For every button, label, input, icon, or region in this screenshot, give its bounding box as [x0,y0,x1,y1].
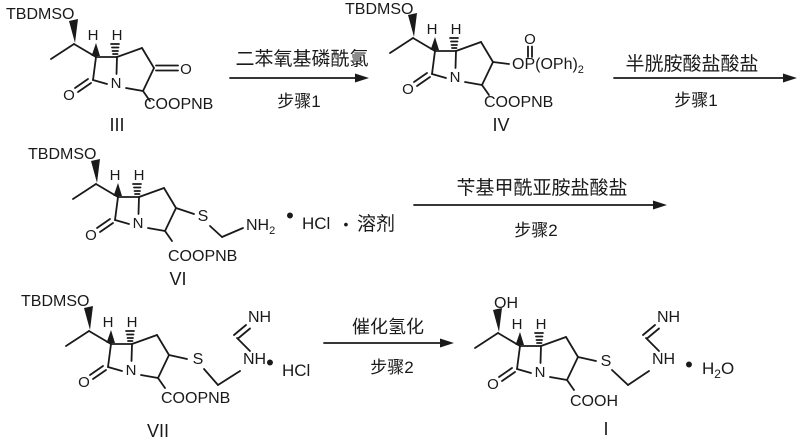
tbdmso-label: TBDMSO [6,6,74,23]
compound-id-IV: IV [492,115,509,135]
double-bond [642,324,656,336]
arrow-head [440,338,454,348]
compound-IV: TBDMSO O OP(OPh)2 COOPNB IV [345,1,584,135]
reagent-text: 催化氢化 [352,317,424,337]
step-text: 步骤1 [674,91,717,110]
hydroxyl-label: OH [494,295,518,312]
bond [492,61,510,65]
ester-label: COOPNB [168,248,237,265]
arrow-head [355,73,369,83]
tbdmso-label: TBDMSO [28,146,96,163]
atom-S: S [193,351,204,368]
atom-O: O [524,31,536,48]
amidine-NH-label: NH [243,351,266,368]
imine-NH-label: NH [657,309,680,326]
compound-id-VII: VII [147,421,169,441]
bond [203,368,219,386]
reaction-arrow-2: 半胱胺酸盐酸盐 步骤1 [613,53,797,110]
bond [217,370,241,386]
atom-O: O [180,61,192,78]
salt-dot: • [344,216,349,232]
carbapenam-core [65,305,170,392]
compound-VII: TBDMSO S NH NH • HCl COOPNB VII [21,293,310,441]
atom-S: S [198,208,209,225]
hcl-label: HCl [302,214,330,233]
hcl-label: HCl [282,361,310,380]
reaction-arrow-1: 二苯氧基磷酰氯 步骤1 [229,48,369,111]
water-H: H [702,359,714,378]
bond [577,356,597,362]
phosphate-label: OP(OPh)2 [512,56,584,76]
carbapenam-core [72,158,177,245]
double-bond [237,327,251,340]
solvent-label: 溶剂 [357,213,395,235]
phosphate-main: OP(OPh) [512,56,578,73]
salt-dot: • [286,203,294,228]
water-O: O [721,359,734,378]
reaction-arrow-3: 苄基甲酰亚胺盐酸盐 步骤2 [413,177,667,240]
bond [175,207,195,215]
imine-NH-label: NH [248,309,271,326]
step-text: 步骤2 [514,221,557,240]
water-sub: 2 [714,367,721,381]
salt-dot: • [266,350,274,375]
reagent-text: 二苯氧基磷酰氯 [235,48,368,70]
amine-label: NH2 [246,217,275,237]
tbdmso-label: TBDMSO [21,293,89,310]
bond [168,354,188,360]
carbapenam-core [50,18,155,105]
reagent-text: 苄基甲酰亚胺盐酸盐 [456,177,627,199]
atom-S: S [601,353,612,370]
step-text: 步骤1 [277,92,320,111]
ester-label: COOPNB [161,390,230,407]
ester-label: COOPNB [144,96,213,113]
water-label: H2O [702,359,734,381]
reagent-text: 半胱胺酸盐酸盐 [625,53,758,75]
amine-sub: 2 [269,225,275,237]
bond [627,370,650,386]
tbdmso-label: TBDMSO [345,1,413,18]
hydrate-dot: • [685,352,693,377]
compound-III: TBDMSO O COOPNB III [6,6,213,135]
arrow-head [653,200,667,210]
double-bond [233,324,247,336]
compound-id-III: III [109,115,124,135]
compound-id-I: I [603,419,608,439]
carbapenam-core [474,307,579,394]
carbapenam-core [389,12,494,99]
compound-I: OH S NH NH • H2O COOH I [474,295,734,439]
double-bond [646,327,660,340]
ester-label: COOPNB [484,94,553,111]
phosphate-sub: 2 [578,64,584,76]
bond [611,369,629,386]
step-text: 步骤2 [370,358,413,377]
bond [236,337,251,352]
bond [221,227,244,238]
bond [645,337,660,352]
acid-label: COOH [570,393,618,410]
arrow-head [783,73,797,83]
amine-main: NH [246,217,269,234]
bond [209,225,223,238]
compound-id-VI: VI [169,269,186,289]
reaction-arrow-4: 催化氢化 步骤2 [323,317,454,377]
amidine-NH-label: NH [652,351,675,368]
compound-VI: TBDMSO S NH2 • HCl • 溶剂 COOPNB VI [28,146,395,289]
